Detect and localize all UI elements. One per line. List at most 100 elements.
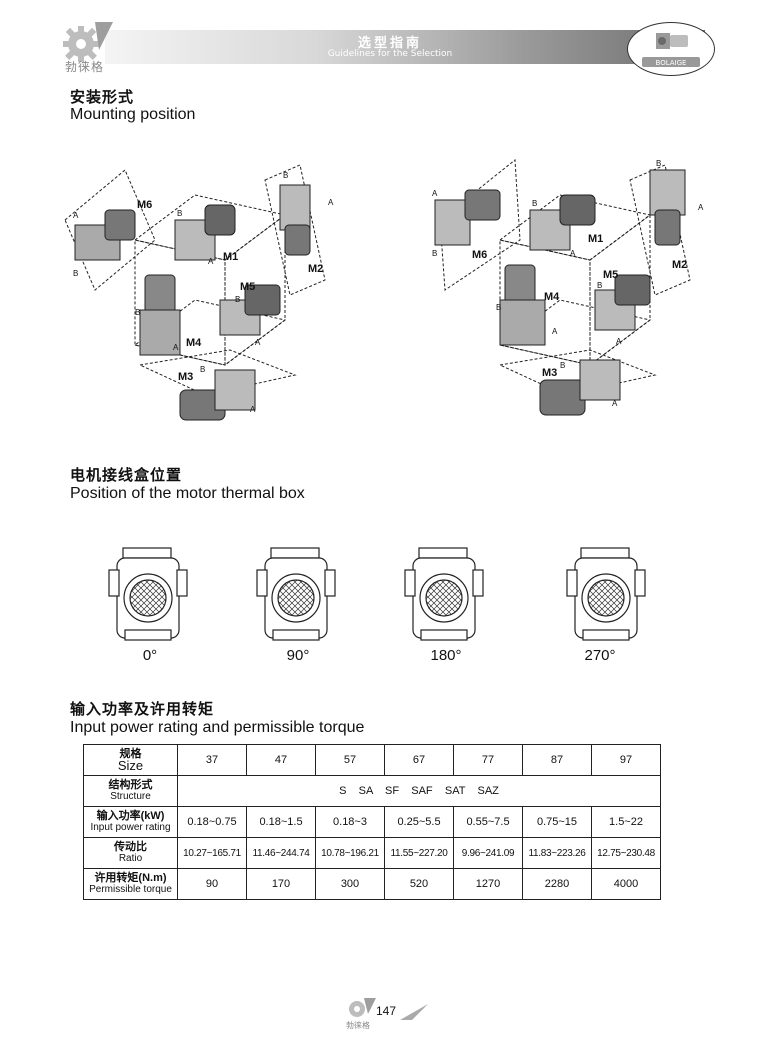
label-m3-r: M3 <box>542 367 557 379</box>
svg-text:A: A <box>328 198 334 207</box>
svg-text:B: B <box>532 199 537 208</box>
mounting-diagram-right: M6 M1 M2 M5 M4 M3 A B B A B A B A B A B … <box>432 159 704 416</box>
svg-text:B: B <box>432 249 437 258</box>
logo-text: 勃徕格 <box>65 60 105 74</box>
size-cell: 77 <box>453 744 523 776</box>
mounting-title-cn: 安装形式 <box>70 88 135 106</box>
ratio-cell: 12.75~230.48 <box>591 837 661 869</box>
label-m6: M6 <box>137 199 152 211</box>
svg-text:B: B <box>200 365 205 374</box>
page-header: 勃徕格 选型指南 Guidelines for the Selection BO… <box>55 20 755 82</box>
label-m1-r: M1 <box>588 233 603 245</box>
svg-text:B: B <box>597 281 602 290</box>
size-cell: 87 <box>522 744 592 776</box>
label-m4: M4 <box>186 337 202 349</box>
torque-cell: 90 <box>177 868 247 900</box>
label-m2: M2 <box>308 263 323 275</box>
angle-180: 180° <box>430 647 462 664</box>
footer-swoosh-icon <box>400 1004 428 1020</box>
ratio-cell: 10.78~196.21 <box>315 837 385 869</box>
label-m3: M3 <box>178 371 193 383</box>
footer-logo-text: 勃徕格 <box>346 1021 370 1030</box>
thermal-title-cn: 电机接线盒位置 <box>70 466 183 484</box>
ratio-cell: 10.27~165.71 <box>177 837 247 869</box>
power-cell: 0.75~15 <box>522 806 592 838</box>
table-row-power: 输入功率(kW)Input power rating 0.18~0.75 0.1… <box>83 806 661 838</box>
svg-text:B: B <box>73 269 78 278</box>
torque-cell: 170 <box>246 868 316 900</box>
svg-text:B: B <box>177 209 182 218</box>
label-m6-r: M6 <box>472 249 487 261</box>
label-m1: M1 <box>223 251 238 263</box>
thermal-box-diagrams <box>108 547 646 641</box>
svg-text:A: A <box>570 249 576 258</box>
thermal-title-en: Position of the motor thermal box <box>70 485 305 502</box>
ratio-cell: 11.46~244.74 <box>246 837 316 869</box>
header-bar <box>105 30 705 64</box>
svg-text:A: A <box>616 337 622 346</box>
thermal-box-90 <box>256 547 336 641</box>
torque-cell: 300 <box>315 868 385 900</box>
row-header-power: 输入功率(kW)Input power rating <box>83 806 178 838</box>
header-title-cn: 选型指南 <box>357 36 422 51</box>
gear-logo-icon: 勃徕格 <box>55 20 125 74</box>
angle-0: 0° <box>142 647 158 664</box>
table-row-torque: 许用转矩(N.m)Permissible torque 90 170 300 5… <box>83 868 661 900</box>
power-cell: 0.18~1.5 <box>246 806 316 838</box>
svg-text:B: B <box>560 361 565 370</box>
mounting-title-en: Mounting position <box>70 106 196 123</box>
page-footer: 147 勃徕格 <box>340 996 440 1030</box>
angle-270: 270° <box>584 647 616 664</box>
thermal-box-180 <box>404 547 484 641</box>
svg-text:A: A <box>698 203 704 212</box>
size-cell: 47 <box>246 744 316 776</box>
svg-text:A: A <box>173 343 179 352</box>
header-title-en: Guidelines for the Selection <box>327 49 453 59</box>
rating-title-en: Input power rating and permissible torqu… <box>70 719 365 736</box>
svg-text:A: A <box>250 405 256 414</box>
gearbox-badge-icon <box>656 33 688 49</box>
size-cell: 97 <box>591 744 661 776</box>
mounting-diagram-left: M6 M1 M2 M5 M4 M3 A B B A B A B A B A B … <box>64 164 334 421</box>
svg-text:B: B <box>496 303 501 312</box>
badge-text: BOLAIGE <box>655 59 687 67</box>
power-cell: 0.25~5.5 <box>384 806 454 838</box>
angle-90: 90° <box>286 647 310 664</box>
svg-text:A: A <box>73 211 79 220</box>
footer-gear-icon <box>349 998 376 1017</box>
power-cell: 0.55~7.5 <box>453 806 523 838</box>
brand-badge: BOLAIGE <box>627 22 715 76</box>
power-cell: 0.18~0.75 <box>177 806 247 838</box>
svg-text:A: A <box>255 338 261 347</box>
svg-text:B: B <box>656 159 661 168</box>
torque-cell: 2280 <box>522 868 592 900</box>
structure-cell: S SA SF SAF SAT SAZ <box>177 775 661 807</box>
page-number: 147 <box>376 1004 397 1018</box>
size-cell: 67 <box>384 744 454 776</box>
ratio-cell: 11.83~223.26 <box>522 837 592 869</box>
torque-cell: 4000 <box>591 868 661 900</box>
power-cell: 1.5~22 <box>591 806 661 838</box>
svg-text:A: A <box>612 399 618 408</box>
rating-title-cn: 输入功率及许用转矩 <box>70 700 215 718</box>
svg-text:B: B <box>235 295 240 304</box>
svg-text:B: B <box>283 171 288 180</box>
svg-text:A: A <box>432 189 438 198</box>
label-m5: M5 <box>240 281 255 293</box>
row-header-torque: 许用转矩(N.m)Permissible torque <box>83 868 178 900</box>
size-cell: 57 <box>315 744 385 776</box>
badge-strip <box>642 57 700 67</box>
torque-cell: 1270 <box>453 868 523 900</box>
torque-cell: 520 <box>384 868 454 900</box>
svg-text:A: A <box>552 327 558 336</box>
label-m5-r: M5 <box>603 269 618 281</box>
power-cell: 0.18~3 <box>315 806 385 838</box>
thermal-box-270 <box>566 547 646 641</box>
ratio-cell: 11.55~227.20 <box>384 837 454 869</box>
